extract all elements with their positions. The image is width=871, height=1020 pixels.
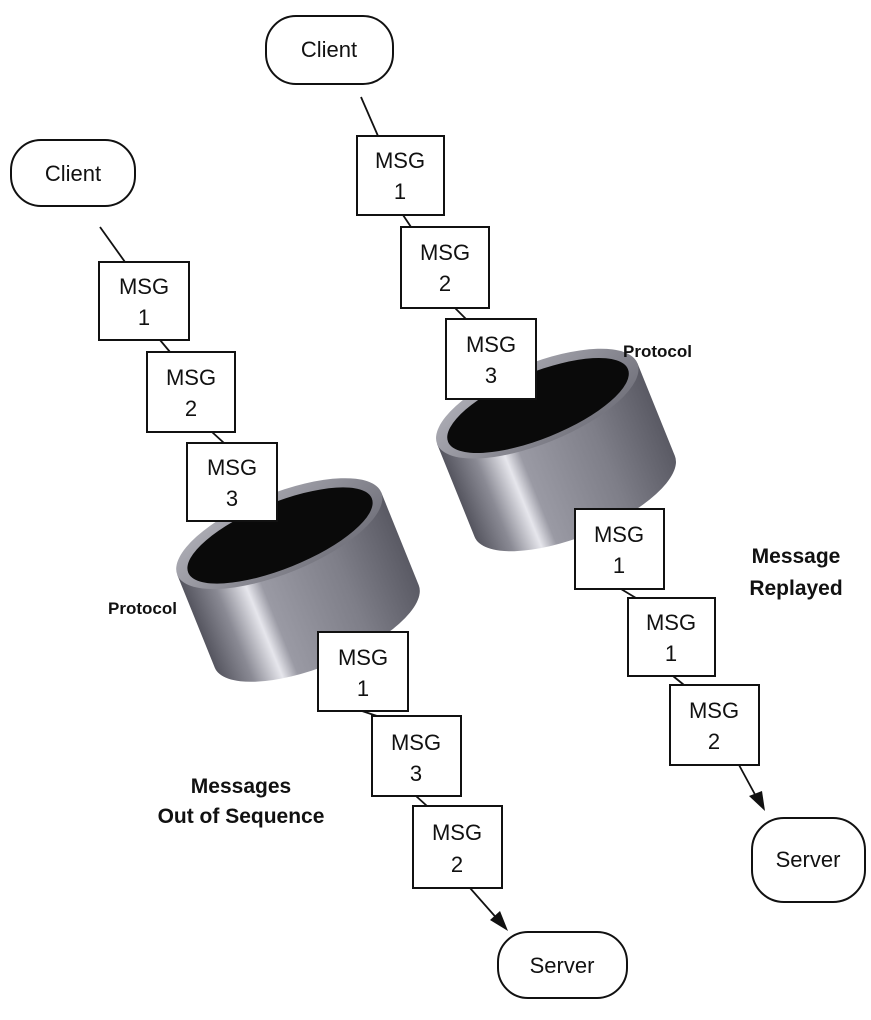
message-label: MSG — [466, 332, 516, 357]
connector-line — [672, 675, 685, 686]
connector-line — [159, 339, 171, 353]
server-node: Server — [497, 931, 628, 999]
message-label: MSG — [119, 274, 169, 299]
message-number: 1 — [665, 641, 677, 666]
server-label: Server — [776, 847, 841, 872]
message-number: 2 — [185, 396, 197, 421]
server-node: Server — [751, 817, 866, 903]
message-label: MSG — [646, 610, 696, 635]
message-box: MSG 2 — [400, 226, 490, 309]
connector-line — [402, 214, 412, 228]
message-number: 2 — [439, 271, 451, 296]
message-box: MSG 3 — [186, 442, 278, 522]
message-label: MSG — [432, 820, 482, 845]
caption-line: Message — [752, 545, 841, 568]
message-box: MSG 1 — [627, 597, 716, 677]
arrowhead-icon — [749, 791, 765, 811]
message-box: MSG 3 — [445, 318, 537, 400]
message-box: MSG 1 — [317, 631, 409, 712]
protocol-label: Protocol — [108, 599, 177, 618]
message-number: 3 — [226, 486, 238, 511]
message-label: MSG — [207, 455, 257, 480]
client-node: Client — [10, 139, 136, 207]
message-box: MSG 2 — [412, 805, 503, 889]
caption-line: Replayed — [749, 577, 842, 600]
message-box: MSG 2 — [146, 351, 236, 433]
message-number: 1 — [138, 305, 150, 330]
message-box: MSG 1 — [98, 261, 190, 341]
protocol-label: Protocol — [623, 342, 692, 361]
message-box: MSG 2 — [669, 684, 760, 766]
message-number: 3 — [485, 363, 497, 388]
message-number: 1 — [357, 676, 369, 701]
message-label: MSG — [338, 645, 388, 670]
message-box: MSG 1 — [356, 135, 445, 216]
message-number: 2 — [451, 852, 463, 877]
connector-line — [454, 307, 467, 320]
client-label: Client — [301, 37, 357, 62]
connector-line — [415, 795, 428, 807]
left-flow: Client MSG 1 MSG 2 Protocol MSG 3 — [10, 139, 628, 999]
message-label: MSG — [166, 365, 216, 390]
client-node: Client — [265, 15, 394, 85]
message-box: MSG 1 — [574, 508, 665, 590]
server-label: Server — [530, 953, 595, 978]
caption-line: Messages — [191, 775, 291, 798]
right-flow: Client MSG 1 MSG 2 Protocol MSG 3 — [265, 15, 866, 903]
arrowhead-icon — [490, 911, 508, 931]
protocol-cylinder-icon — [436, 348, 676, 552]
message-number: 1 — [613, 553, 625, 578]
caption-line: Out of Sequence — [158, 805, 325, 828]
connector-line — [620, 588, 637, 599]
message-label: MSG — [375, 148, 425, 173]
message-label: MSG — [391, 730, 441, 755]
message-label: MSG — [689, 698, 739, 723]
connector-line — [211, 431, 225, 444]
client-label: Client — [45, 161, 101, 186]
connector-line — [360, 96, 379, 137]
message-label: MSG — [420, 240, 470, 265]
message-number: 3 — [410, 761, 422, 786]
message-label: MSG — [594, 522, 644, 547]
message-number: 1 — [394, 179, 406, 204]
connector-line — [99, 226, 126, 263]
message-box: MSG 3 — [371, 715, 462, 797]
message-number: 2 — [708, 729, 720, 754]
